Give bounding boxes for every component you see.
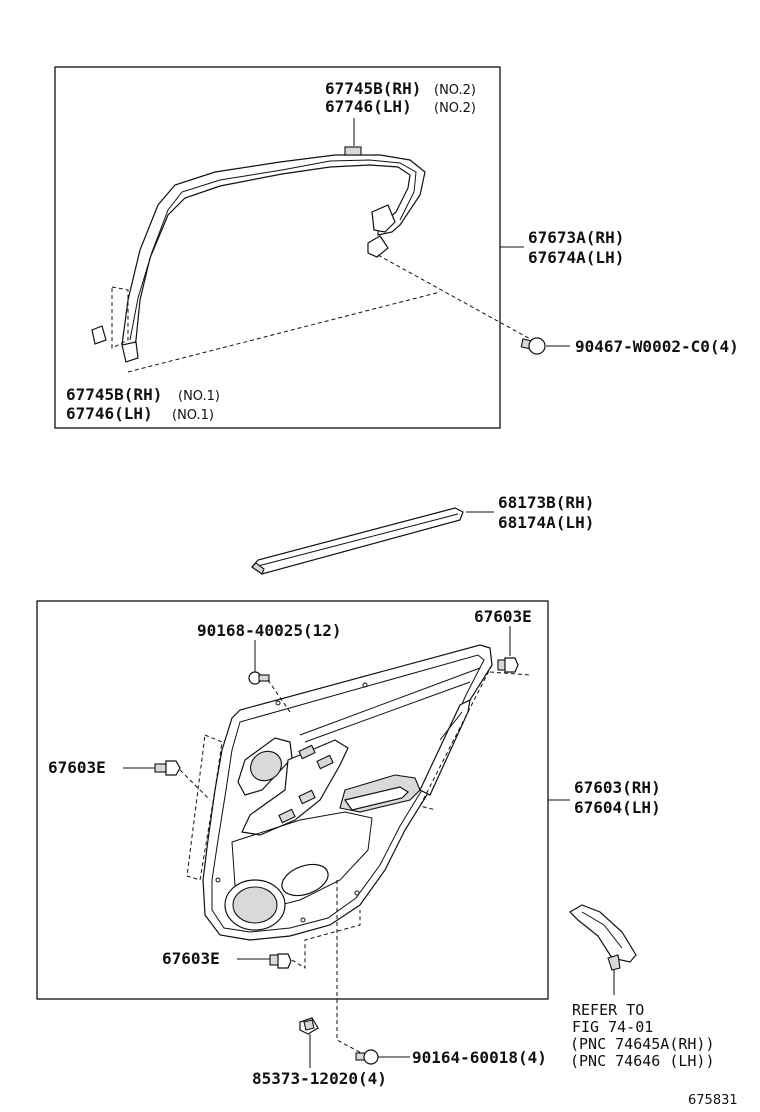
label-68173b-rh: 68173B(RH) xyxy=(498,493,594,512)
refer-line-4: (PNC 74646 (LH)) xyxy=(570,1052,715,1070)
label-no1-note-rh: (NO.1) xyxy=(178,389,220,404)
reference-note: REFER TO FIG 74-01 (PNC 74645A(RH)) (PNC… xyxy=(570,1001,715,1070)
label-67673a-rh: 67673A(RH) xyxy=(528,228,624,247)
refer-line-3: (PNC 74645A(RH)) xyxy=(570,1035,715,1053)
label-67746-lh-no2: 67746(LH) xyxy=(325,97,412,116)
label-no2-note-rh: (NO.2) xyxy=(434,83,476,98)
label-85373-clip: 85373-12020(4) xyxy=(252,1069,387,1088)
clip-left-icon xyxy=(154,760,181,776)
weatherstrip-labels: 67745B(RH) (NO.2) 67746(LH) (NO.2) 67673… xyxy=(66,79,739,423)
label-90164-screw: 90164-60018(4) xyxy=(412,1048,547,1067)
belt-molding-drawing xyxy=(251,507,494,575)
screw-icon xyxy=(520,337,546,355)
refer-line-1: REFER TO xyxy=(572,1001,644,1019)
label-67604-lh: 67604(LH) xyxy=(574,798,661,817)
label-90467-screw: 90467-W0002-C0(4) xyxy=(575,337,739,356)
label-68174a-lh: 68174A(LH) xyxy=(498,513,594,532)
label-67745b-rh-no2: 67745B(RH) xyxy=(325,79,421,98)
clip-no2-icon xyxy=(344,146,362,156)
label-no2-note-lh: (NO.2) xyxy=(434,101,476,116)
weatherstrip-drawing xyxy=(91,118,570,373)
door-trim-labels: 90168-40025(12) 67603E 67603E 67603E 676… xyxy=(48,607,661,968)
clip-no1-icon xyxy=(91,325,107,345)
door-trim-drawing xyxy=(123,626,570,1056)
label-67603-rh: 67603(RH) xyxy=(574,778,661,797)
bottom-screw-drawing xyxy=(355,1049,410,1065)
label-67603e-bottom: 67603E xyxy=(162,949,220,968)
label-67745b-rh-no1: 67745B(RH) xyxy=(66,385,162,404)
label-67603e-left: 67603E xyxy=(48,758,106,777)
label-no1-note-lh: (NO.1) xyxy=(172,408,214,423)
label-67674a-lh: 67674A(LH) xyxy=(528,248,624,267)
clip-bottom-icon xyxy=(269,953,292,969)
label-90168-screw: 90168-40025(12) xyxy=(197,621,342,640)
refer-line-2: FIG 74-01 xyxy=(572,1018,653,1036)
label-67603e-top: 67603E xyxy=(474,607,532,626)
weatherstrip-group-frame xyxy=(54,66,501,429)
figure-code: 675831 xyxy=(688,1093,738,1108)
clip-top-right-icon xyxy=(497,657,519,673)
panel-screw-icon xyxy=(248,671,270,685)
label-67746-lh-no1: 67746(LH) xyxy=(66,404,153,423)
bottom-clip-drawing xyxy=(299,1017,319,1068)
reference-part-drawing xyxy=(569,904,637,995)
